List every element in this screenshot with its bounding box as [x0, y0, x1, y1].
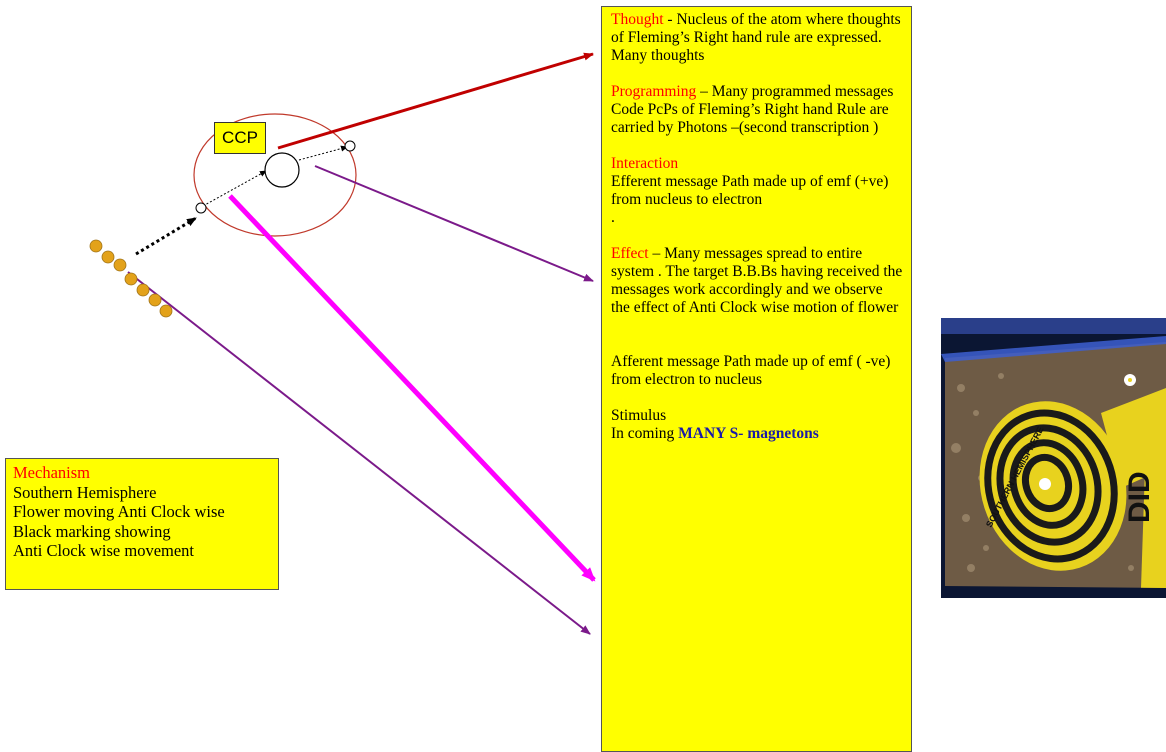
- mechanism-title: Mechanism: [13, 463, 90, 482]
- mechanism-line: Anti Clock wise movement: [13, 541, 195, 560]
- electron-path-in: [202, 170, 267, 207]
- thought-section: Thought - Nucleus of the atom where thou…: [611, 11, 905, 65]
- interaction-section: Interaction Efferent message Path made u…: [611, 155, 905, 227]
- small-flower-icon: [1124, 374, 1136, 386]
- orange-dot: [124, 272, 138, 286]
- explanation-panel: Thought - Nucleus of the atom where thou…: [601, 6, 912, 752]
- stimulus-section: Stimulus In coming MANY S- magnetons: [611, 407, 905, 443]
- atom-orbit: [193, 113, 357, 237]
- orange-dot-chain: [89, 239, 173, 318]
- effect-label: Effect: [611, 245, 649, 262]
- incoming-dotted-arrow: [135, 216, 197, 256]
- arrow-interaction: [314, 165, 594, 282]
- flower-center: [1039, 478, 1051, 490]
- effect-text: – Many messages spread to entire system …: [611, 245, 903, 316]
- effect-section: Effect – Many messages spread to entire …: [611, 245, 905, 317]
- programming-text: – Many programmed messages Code PcPs of …: [611, 83, 894, 136]
- electron-path-out: [298, 145, 348, 161]
- nucleus: [264, 152, 300, 188]
- incoming-prefix: In coming: [611, 425, 679, 442]
- programming-label: Programming: [611, 83, 697, 100]
- orange-dot: [136, 283, 150, 297]
- orange-dot: [113, 258, 127, 272]
- arrow-afferent: [228, 194, 596, 582]
- arrow-thought: [277, 52, 594, 150]
- mechanism-line: Flower moving Anti Clock wise: [13, 502, 225, 521]
- orange-dot: [101, 250, 115, 264]
- mechanism-panel: Mechanism Southern Hemisphere Flower mov…: [5, 458, 279, 590]
- programming-section: Programming – Many programmed messages C…: [611, 83, 905, 137]
- electron-right: [344, 140, 356, 152]
- interaction-label: Interaction: [611, 155, 679, 172]
- interaction-dot: .: [611, 209, 615, 226]
- photo-side-text: DID: [1123, 471, 1156, 523]
- photo-top-edge: [941, 318, 1166, 334]
- stimulus-label: Stimulus: [611, 407, 667, 424]
- orange-dot: [148, 293, 162, 307]
- flower-photo-drawing: DID SOUTHERN HEMISPHERE: [941, 318, 1166, 598]
- electron-left: [195, 202, 207, 214]
- orange-dot: [89, 239, 103, 253]
- ccp-label-box: CCP: [214, 122, 266, 154]
- ccp-label: CCP: [222, 128, 258, 147]
- interaction-text: Efferent message Path made up of emf (+v…: [611, 173, 889, 208]
- orange-dot: [159, 304, 173, 318]
- mechanism-line: Black marking showing: [13, 521, 171, 541]
- afferent-section: Afferent message Path made up of emf ( -…: [611, 353, 905, 389]
- incoming-bold: MANY S- magnetons: [678, 425, 819, 442]
- arrow-stimulus: [127, 271, 591, 635]
- afferent-text: Afferent message Path made up of emf ( -…: [611, 353, 891, 388]
- thought-text: - Nucleus of the atom where thoughts of …: [611, 11, 901, 64]
- flower-photo: DID SOUTHERN HEMISPHERE: [941, 318, 1166, 598]
- thought-label: Thought: [611, 11, 664, 28]
- mechanism-line: Southern Hemisphere: [13, 482, 157, 502]
